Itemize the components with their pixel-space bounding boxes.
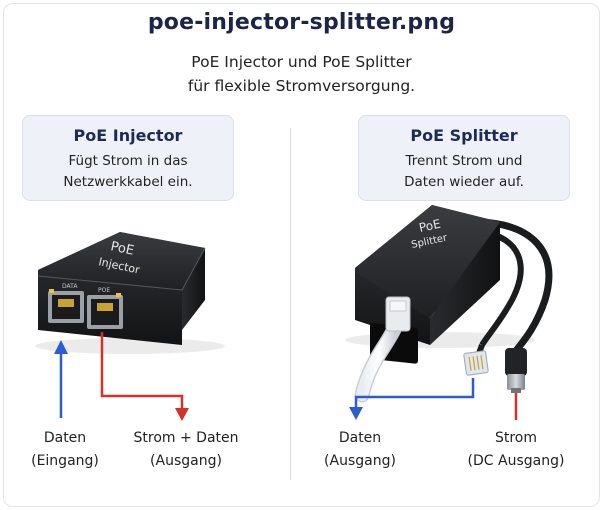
injector-port-poe-label: POE (98, 287, 110, 294)
injector-card-title: PoE Injector (73, 126, 183, 145)
injector-card-description: Fügt Strom in das Netzwerkkabel ein. (23, 151, 233, 193)
splitter-data-out-arrow (349, 378, 475, 420)
splitter-dc-barrel-plug (505, 348, 527, 393)
injector-poe-port (87, 293, 123, 329)
splitter-card: PoE Splitter Trennt Strom und Daten wied… (358, 115, 570, 201)
subtitle-line-1: PoE Injector und PoE Splitter (191, 53, 412, 71)
splitter-power-out-label-line2: (DC Ausgang) (467, 453, 565, 469)
splitter-data-out-label-line2: (Ausgang) (324, 453, 396, 469)
injector-data-in-label-line1: Daten (43, 430, 87, 446)
splitter-power-out-label: Strom (DC Ausgang) (460, 427, 572, 473)
injector-power-data-out-label: Strom + Daten (Ausgang) (126, 427, 246, 473)
injector-card: PoE Injector Fügt Strom in das Netzwerkk… (22, 115, 234, 201)
injector-power-data-out-label-line1: Strom + Daten (133, 430, 239, 446)
splitter-device: PoE Splitter (345, 205, 553, 364)
page-subtitle: PoE Injector und PoE Splitter für flexib… (0, 50, 603, 98)
injector-device-label-line1: PoE (109, 239, 135, 259)
splitter-power-out-label-line1: Strom (494, 430, 538, 446)
injector-power-data-out-label-line2: (Ausgang) (150, 453, 222, 469)
splitter-data-out-label-line1: Daten (338, 430, 382, 446)
injector-data-in-label-line2: (Eingang) (31, 453, 99, 469)
splitter-card-description: Trennt Strom und Daten wieder auf. (359, 151, 569, 193)
splitter-data-out-label: Daten (Ausgang) (314, 427, 406, 473)
splitter-rj45-plug (463, 343, 489, 376)
splitter-card-title: PoE Splitter (410, 126, 518, 145)
injector-data-port (48, 289, 84, 323)
subtitle-line-2: für flexible Stromversorgung. (187, 77, 416, 95)
splitter-desc-line-1: Trennt Strom und (405, 153, 523, 169)
splitter-desc-line-2: Daten wieder auf. (404, 174, 524, 190)
injector-device: DATA POE PoE Injector (35, 232, 225, 354)
injector-desc-line-1: Fügt Strom in das (68, 153, 188, 169)
injector-desc-line-2: Netzwerkkabel ein. (63, 174, 193, 190)
splitter-device-label-line1: PoE (418, 217, 442, 235)
injector-data-in-label: Daten (Eingang) (20, 427, 110, 473)
center-divider (290, 128, 291, 480)
splitter-ethernet-cable (354, 296, 411, 403)
page-title: poe-injector-splitter.png (147, 10, 456, 35)
injector-power-data-out-arrow (100, 332, 189, 421)
injector-data-in-arrow (54, 340, 68, 418)
injector-port-data-label: DATA (62, 283, 78, 290)
